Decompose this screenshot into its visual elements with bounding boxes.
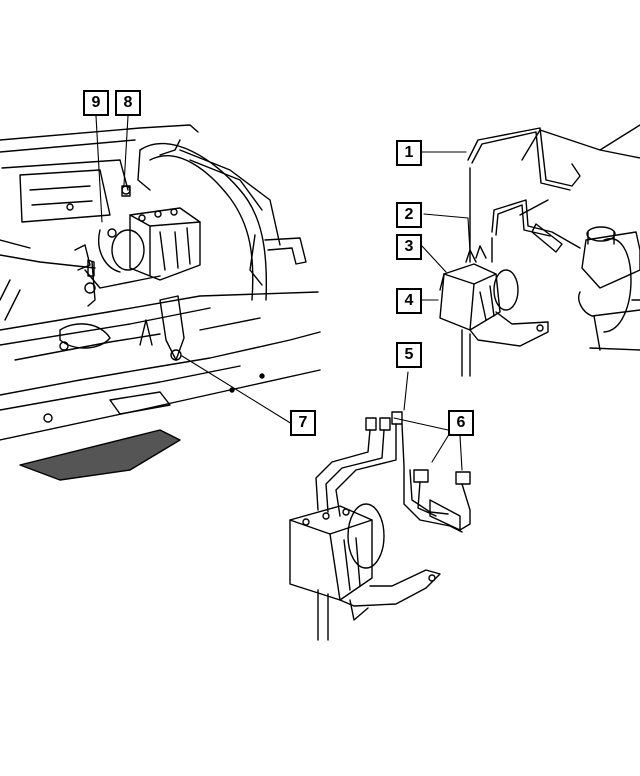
callout-2: 2 <box>396 202 422 228</box>
callout-3: 3 <box>396 234 422 260</box>
callout-7: 7 <box>290 410 316 436</box>
callout-5: 5 <box>396 342 422 368</box>
callout-8: 8 <box>115 90 141 116</box>
hydraulic-unit-lines-drawing <box>289 371 471 641</box>
master-cylinder-assembly-drawing <box>421 124 640 377</box>
callout-9: 9 <box>83 90 109 116</box>
left-hcu-module <box>107 185 201 281</box>
vehicle-body-drawing <box>0 115 321 481</box>
callout-1: 1 <box>396 140 422 166</box>
callout-4: 4 <box>396 288 422 314</box>
callout-6: 6 <box>448 410 474 436</box>
